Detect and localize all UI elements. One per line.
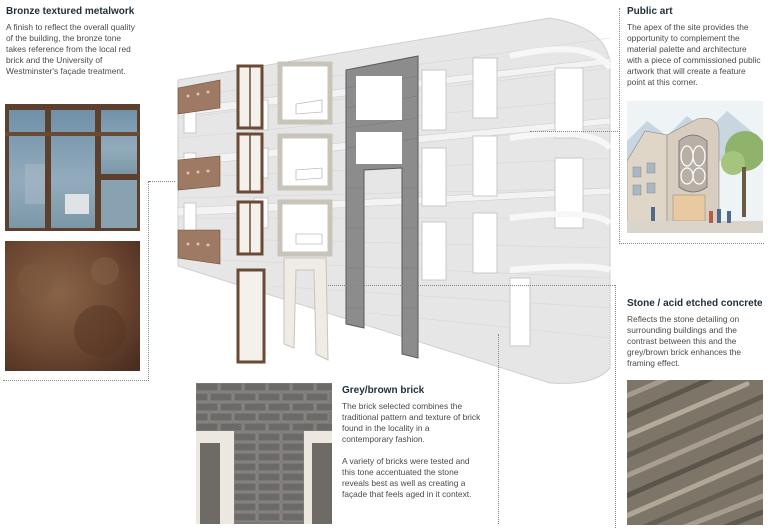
bronze-leader-v	[148, 181, 149, 381]
bronze-leader-bottom	[3, 380, 149, 381]
brick-title: Grey/brown brick	[342, 385, 425, 396]
public-art-description: The apex of the site provides the opport…	[627, 22, 761, 87]
stone-description: Reflects the stone detailing on surround…	[627, 314, 742, 368]
public-art-title: Public art	[627, 6, 673, 17]
bronze-description: A finish to reflect the overall quality …	[6, 22, 135, 76]
art-leader-h	[530, 131, 620, 132]
bronze-title: Bronze textured metalwork	[6, 6, 135, 17]
art-leader-v	[619, 8, 620, 244]
brick-description-1: The brick selected combines the traditio…	[342, 401, 481, 444]
stone-leader-h	[328, 285, 615, 286]
brick-description-2: A variety of bricks were tested and this…	[342, 456, 472, 499]
brick-leader-v	[498, 334, 499, 524]
stone-title: Stone / acid etched concrete	[627, 298, 763, 309]
bronze-texture-swatch	[5, 241, 140, 371]
stone-leader-v	[615, 285, 616, 528]
art-leader-bottom	[619, 243, 764, 244]
bronze-window-photo	[5, 104, 140, 231]
stone-texture-swatch	[614, 367, 768, 530]
building-elevation-diagram	[170, 8, 620, 388]
public-art-sketch	[626, 101, 765, 233]
brick-texture-swatch	[185, 382, 339, 524]
bronze-leader-h	[149, 181, 175, 182]
